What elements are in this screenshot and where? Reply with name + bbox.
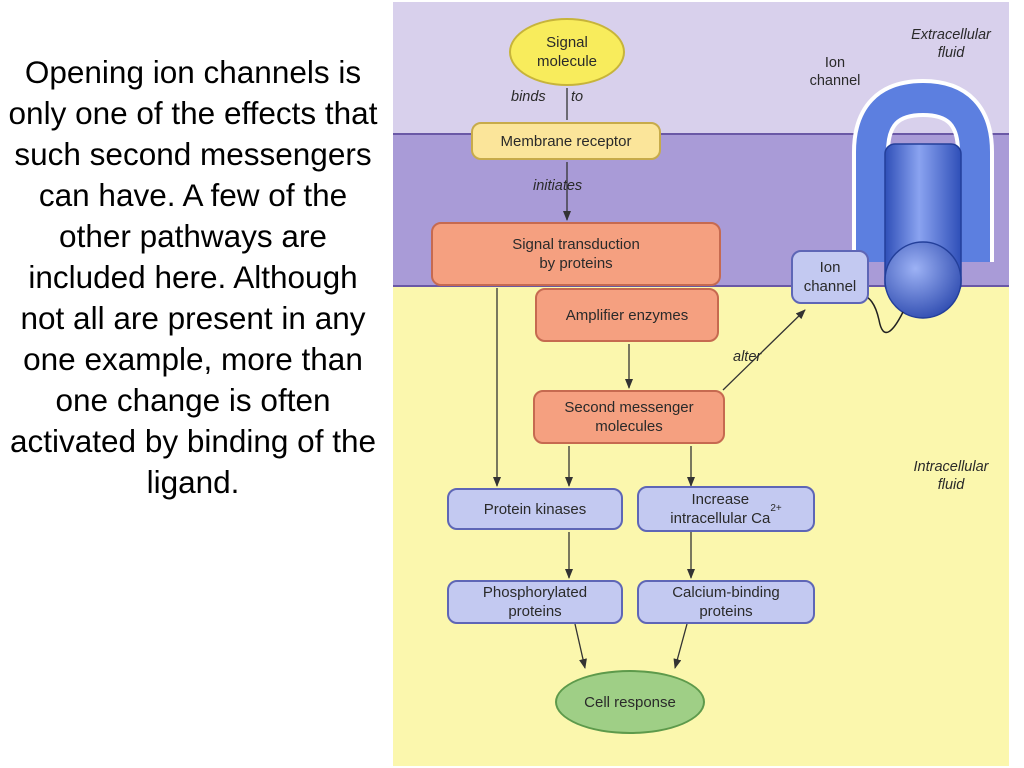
protein-kinases-node: Protein kinases bbox=[447, 488, 623, 530]
edge-label-binds: binds bbox=[511, 89, 546, 105]
amplifier-enzymes-node: Amplifier enzymes bbox=[535, 288, 719, 342]
extracellular-fluid-label: Extracellular fluid bbox=[911, 27, 991, 61]
calcium-binding-proteins-node: Calcium-binding proteins bbox=[637, 580, 815, 624]
ion-channel-protein bbox=[852, 78, 994, 334]
phosphorylated-proteins-node: Phosphorylated proteins bbox=[447, 580, 623, 624]
signaling-pathway-diagram: Signal molecule binds to Membrane recept… bbox=[393, 2, 1009, 766]
cell-response-node: Cell response bbox=[555, 670, 705, 734]
second-messenger-node: Second messenger molecules bbox=[533, 390, 725, 444]
intracellular-fluid-label: Intracellular fluid bbox=[913, 459, 989, 493]
edge-label-to: to bbox=[571, 89, 584, 105]
increase-calcium-text: Increase intracellular Ca bbox=[670, 491, 771, 527]
edge-label-alter: alter bbox=[733, 349, 762, 365]
ion-channel-node: Ion channel bbox=[791, 250, 869, 304]
membrane-receptor-node: Membrane receptor bbox=[471, 122, 661, 160]
pathway-arrows bbox=[493, 78, 994, 669]
edge-label-initiates: initiates bbox=[533, 178, 583, 194]
slide-body-text: Opening ion channels is only one of the … bbox=[8, 54, 378, 500]
membrane-outer-edge bbox=[393, 133, 1009, 135]
signal-transduction-node: Signal transduction by proteins bbox=[431, 222, 721, 286]
signal-molecule-node: Signal molecule bbox=[509, 18, 625, 86]
ion-channel-label: Ion channel bbox=[809, 55, 861, 89]
membrane-inner-edge bbox=[393, 285, 1009, 287]
